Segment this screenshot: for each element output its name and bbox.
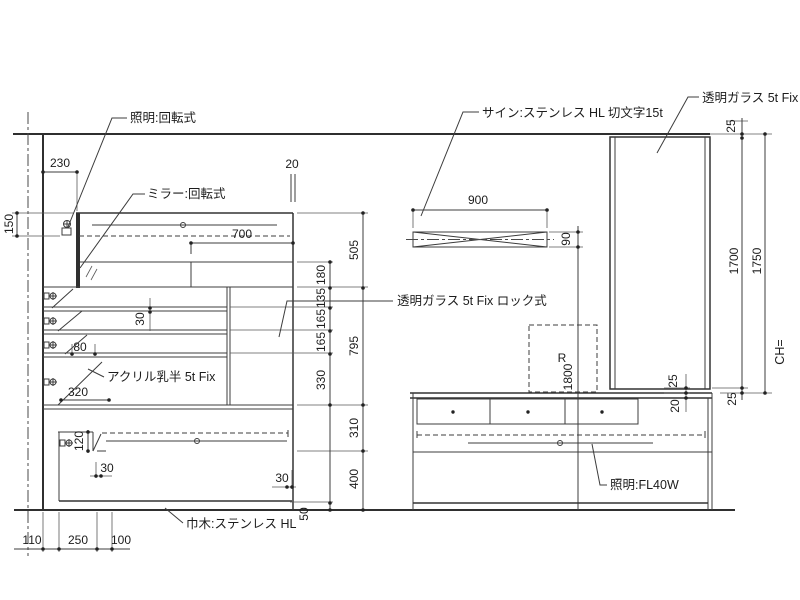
dim-165a: 165 <box>314 309 328 329</box>
right-counter <box>410 392 713 510</box>
leader-lines <box>67 96 699 524</box>
label-mirror-rotary: ミラー:回転式 <box>147 187 226 201</box>
lamp-symbol <box>557 440 563 446</box>
door-swing-outline <box>528 324 598 393</box>
dim-165b: 165 <box>314 332 328 352</box>
label-ceiling-height: CH= <box>773 339 787 364</box>
dim-900: 900 <box>468 193 488 207</box>
dim-180: 180 <box>314 265 328 285</box>
dim-230: 230 <box>50 156 70 170</box>
dim-310: 310 <box>347 418 361 438</box>
bracket-symbol <box>43 292 57 300</box>
dim-25-top: 25 <box>724 119 738 133</box>
drawer-handle <box>451 410 455 414</box>
leader-glass-lock <box>278 300 393 338</box>
dim-30-right: 30 <box>275 471 289 485</box>
annotation-labels: 照明:回転式 ミラー:回転式 アクリル乳半 5t Fix 巾木:ステンレス HL… <box>107 91 799 531</box>
label-radius-value: 1800 <box>561 363 575 390</box>
dim-330: 330 <box>314 370 328 390</box>
shelf-board-1 <box>43 306 227 312</box>
dim-135: 135 <box>314 288 328 308</box>
drawer-dividers <box>489 399 566 424</box>
cabinet-side-panel <box>76 213 80 288</box>
glass-hatch <box>85 265 98 281</box>
dim-250: 250 <box>68 533 88 547</box>
rotary-light-symbol <box>61 220 72 236</box>
structure-lines <box>13 112 772 556</box>
right-dimension-chains <box>664 118 772 412</box>
glass-panel <box>609 136 711 390</box>
shelf-board-2 <box>43 329 227 335</box>
drawer-row <box>416 398 639 425</box>
leader-sign <box>420 111 479 217</box>
label-light-rotary: 照明:回転式 <box>130 111 196 125</box>
dim-110: 110 <box>22 533 41 547</box>
shelf-board-3 <box>43 352 227 358</box>
leader-light-rotary <box>67 117 127 228</box>
mirror-cabinet <box>43 174 296 510</box>
dim-80: 80 <box>73 340 87 354</box>
dim-25-bottom: 25 <box>725 392 739 406</box>
dim-320: 320 <box>68 385 88 399</box>
shelf-support-diagonals <box>51 288 103 406</box>
label-skirting: 巾木:ステンレス HL <box>186 517 296 531</box>
dim-20: 20 <box>285 157 299 171</box>
dim-20-counter: 20 <box>668 399 682 413</box>
dim-25-glass: 25 <box>666 374 680 388</box>
leader-skirting <box>164 507 184 524</box>
label-sign: サイン:ステンレス HL 切文字15t <box>482 105 663 120</box>
dimension-texts: 230 150 700 20 30 80 320 120 30 30 110 2… <box>2 119 764 547</box>
dim-795: 795 <box>347 336 361 356</box>
dimension-lines <box>12 170 368 552</box>
label-glass-fix: 透明ガラス 5t Fix <box>702 91 799 105</box>
leader-light-fl <box>591 443 607 486</box>
shelf-brackets <box>43 292 73 447</box>
dim-505: 505 <box>347 240 361 260</box>
leader-glass-fix <box>656 96 699 154</box>
sign-panel <box>406 208 583 510</box>
label-acrylic: アクリル乳半 5t Fix <box>107 370 216 384</box>
dim-90: 90 <box>559 232 573 246</box>
leader-acrylic <box>87 368 105 378</box>
dim-1700: 1700 <box>727 247 741 274</box>
shelf-section <box>43 287 293 410</box>
bracket-symbol <box>43 317 57 325</box>
dim-400: 400 <box>347 469 361 489</box>
pivot-symbol <box>180 222 186 228</box>
shelf-bottom-board <box>43 404 293 410</box>
dim-100: 100 <box>111 533 131 547</box>
dim-120: 120 <box>72 431 86 451</box>
label-glass-lock: 透明ガラス 5t Fix ロック式 <box>397 294 547 308</box>
dim-1750: 1750 <box>750 247 764 274</box>
bracket-symbol <box>43 378 57 386</box>
leader-mirror-rotary <box>79 193 145 269</box>
label-radius-prefix: R <box>558 351 567 365</box>
dim-30-left: 30 <box>100 461 114 475</box>
drawer-handle <box>526 410 530 414</box>
bracket-symbol <box>59 439 73 447</box>
compartment-divider <box>226 287 231 405</box>
label-light-fl: 照明:FL40W <box>610 478 679 492</box>
dim-30-shelf: 30 <box>133 312 147 326</box>
lamp-symbol <box>194 438 200 444</box>
dim-50: 50 <box>297 507 311 521</box>
dim-700: 700 <box>232 227 252 241</box>
bracket-symbol <box>43 341 57 349</box>
drawer-handle <box>600 410 604 414</box>
left-counter <box>58 430 292 502</box>
dim-150: 150 <box>2 214 16 234</box>
